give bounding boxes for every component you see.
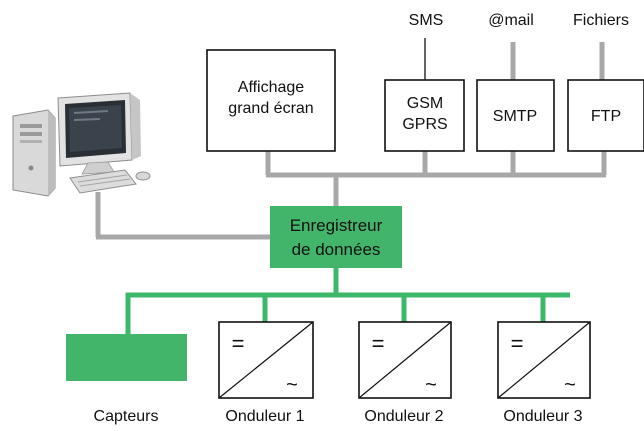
affichage-label-line1: Affichage bbox=[238, 79, 305, 96]
fichiers-label: Fichiers bbox=[573, 12, 629, 29]
onduleur-3: = ~ Onduleur 3 bbox=[497, 321, 591, 425]
ftp-label: FTP bbox=[591, 108, 621, 125]
gprs-label: GPRS bbox=[402, 116, 447, 133]
dc-symbol: = bbox=[372, 331, 385, 356]
inverter-dc-ac-icon: = ~ bbox=[218, 321, 314, 399]
sms-label: SMS bbox=[409, 12, 444, 29]
capteurs-label: Capteurs bbox=[94, 408, 159, 425]
desktop-computer-icon bbox=[12, 92, 151, 197]
onduleur-3-label: Onduleur 3 bbox=[503, 408, 582, 425]
ac-symbol: ~ bbox=[425, 374, 437, 396]
inverter-dc-ac-icon: = ~ bbox=[497, 321, 591, 399]
onduleur-2: = ~ Onduleur 2 bbox=[358, 321, 452, 425]
affichage-box: Affichage grand écran bbox=[206, 49, 336, 152]
gsm-label: GSM bbox=[407, 95, 443, 112]
affichage-label-line2: grand écran bbox=[228, 100, 313, 117]
ac-symbol: ~ bbox=[286, 374, 298, 396]
dc-symbol: = bbox=[232, 331, 245, 356]
smtp-label: SMTP bbox=[493, 108, 537, 125]
enregistreur-label-line2: de données bbox=[292, 240, 381, 259]
mail-label: @mail bbox=[488, 12, 534, 29]
smtp-box: SMTP bbox=[476, 79, 555, 152]
data-bus bbox=[125, 268, 570, 334]
capteurs-box bbox=[66, 334, 187, 381]
gsm-gprs-box: GSM GPRS bbox=[384, 79, 465, 152]
inverter-dc-ac-icon: = ~ bbox=[358, 321, 452, 399]
ftp-box: FTP bbox=[567, 79, 644, 152]
dc-symbol: = bbox=[511, 331, 524, 356]
onduleur-1: = ~ Onduleur 1 bbox=[218, 321, 314, 425]
enregistreur-label-line1: Enregistreur bbox=[290, 216, 383, 235]
upper-network-wires bbox=[95, 42, 607, 240]
onduleur-1-label: Onduleur 1 bbox=[225, 408, 304, 425]
ac-symbol: ~ bbox=[564, 374, 576, 396]
onduleur-2-label: Onduleur 2 bbox=[364, 408, 443, 425]
enregistreur-box: Enregistreur de données bbox=[270, 206, 402, 268]
